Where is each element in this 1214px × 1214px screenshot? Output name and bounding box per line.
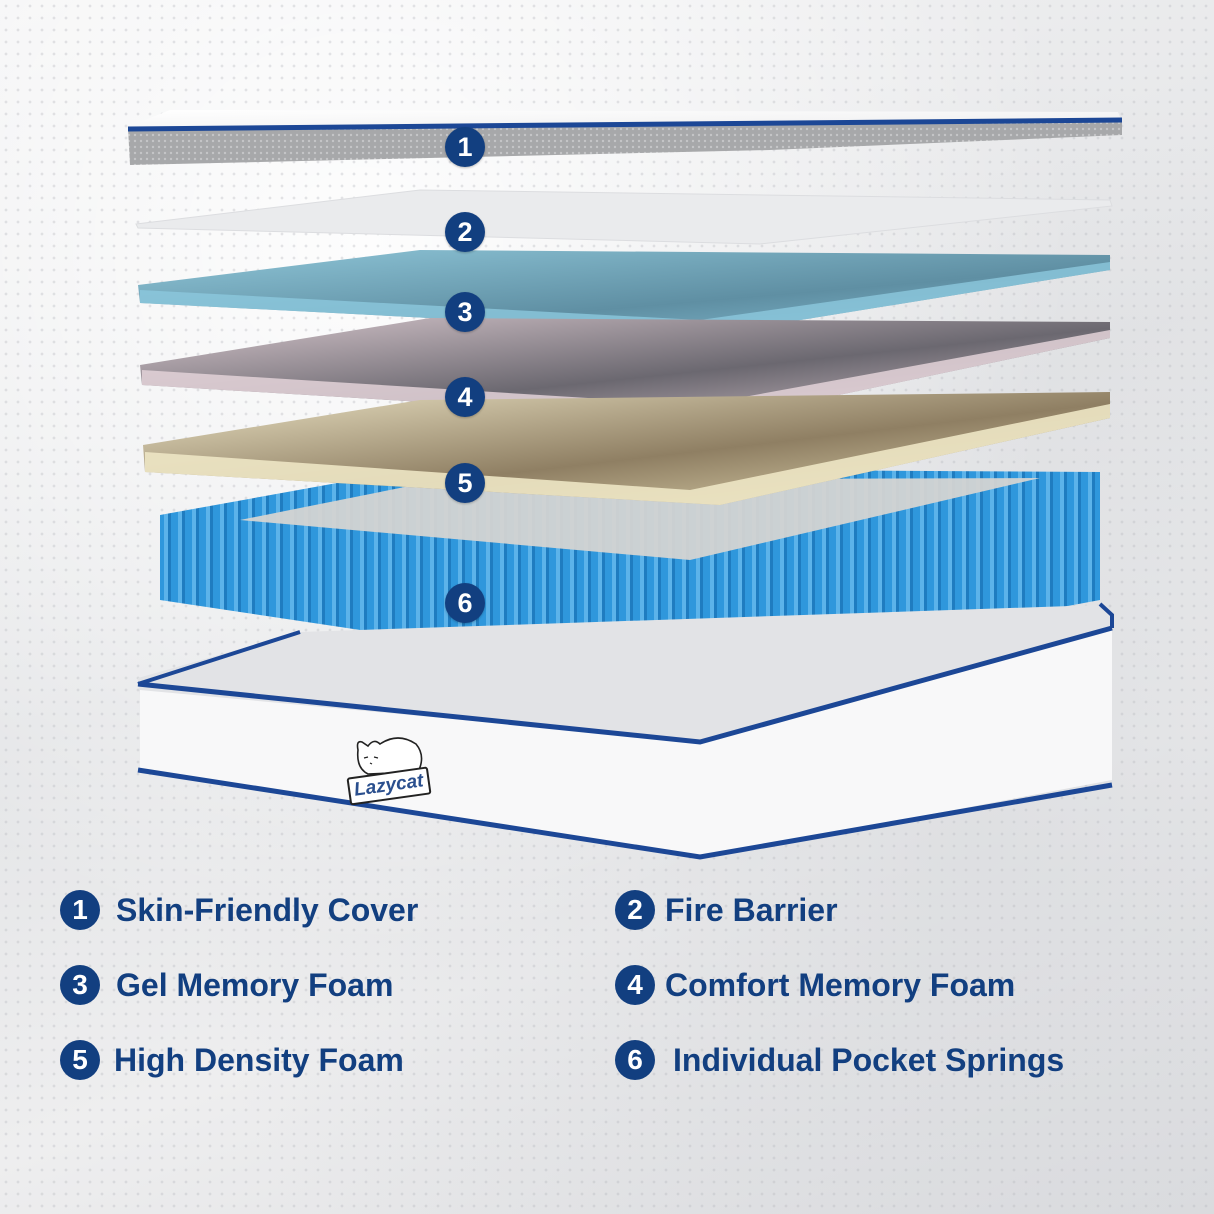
number-badge-icon: 5 [60, 1040, 100, 1080]
legend-item-6: 6 Individual Pocket Springs [615, 1040, 1064, 1080]
legend-label: Individual Pocket Springs [673, 1041, 1065, 1078]
sleeping-cat-icon [356, 737, 423, 775]
layer-badge-2: 2 [445, 212, 485, 252]
layer-badge-6: 6 [445, 583, 485, 623]
legend-label: Comfort Memory Foam [665, 966, 1016, 1003]
mattress-layers-illustration [127, 110, 1123, 860]
mattress-exploded-diagram: 1 2 3 4 5 6 Lazycat [127, 110, 1123, 860]
legend-item-2: 2 Fire Barrier [615, 890, 838, 930]
number-badge-icon: 1 [60, 890, 100, 930]
layer-legend: 1 Skin-Friendly Cover 2 Fire Barrier 3 G… [0, 880, 1214, 1100]
layer-badge-4: 4 [445, 377, 485, 417]
legend-item-1: 1 Skin-Friendly Cover [60, 890, 418, 930]
legend-item-4: 4 Comfort Memory Foam [615, 965, 1015, 1005]
legend-item-3: 3 Gel Memory Foam [60, 965, 393, 1005]
brand-logo: Lazycat [346, 730, 458, 810]
legend-label: Fire Barrier [665, 891, 838, 928]
legend-label: Gel Memory Foam [116, 966, 394, 1003]
layer-badge-5: 5 [445, 463, 485, 503]
layer-badge-3: 3 [445, 292, 485, 332]
number-badge-icon: 3 [60, 965, 100, 1005]
number-badge-icon: 4 [615, 965, 655, 1005]
layer-badge-1: 1 [445, 127, 485, 167]
legend-label: High Density Foam [114, 1041, 404, 1078]
number-badge-icon: 6 [615, 1040, 655, 1080]
legend-label: Skin-Friendly Cover [116, 891, 419, 928]
number-badge-icon: 2 [615, 890, 655, 930]
legend-item-5: 5 High Density Foam [60, 1040, 404, 1080]
